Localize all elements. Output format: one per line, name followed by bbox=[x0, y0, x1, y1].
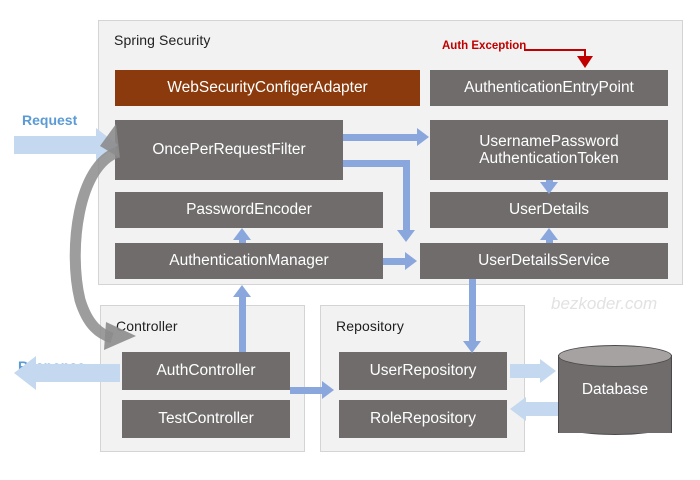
database-top-ellipse bbox=[558, 345, 672, 367]
watermark-bezkoder: bezkoder.com bbox=[551, 294, 658, 313]
box-test-controller: TestController bbox=[122, 400, 290, 438]
arrow-filter-to-token-head-icon bbox=[417, 128, 429, 146]
arrow-controller-to-repository-bar bbox=[290, 387, 322, 394]
database-body bbox=[558, 355, 672, 433]
auth-exception-line-vertical bbox=[584, 49, 586, 57]
auth-exception-label: Auth Exception bbox=[442, 40, 527, 52]
database-label: Database bbox=[581, 381, 649, 398]
token-label-line1: UsernamePassword bbox=[479, 132, 619, 150]
arrow-filter-to-uds-bar-vertical bbox=[403, 160, 410, 230]
arrow-filter-to-token-bar bbox=[343, 134, 417, 141]
arrow-repository-to-database-bar bbox=[510, 364, 540, 378]
arrow-authcontroller-to-manager-head-icon bbox=[233, 285, 251, 297]
box-password-encoder: PasswordEncoder bbox=[115, 192, 383, 228]
arrow-filter-to-uds-bar-horizontal bbox=[343, 160, 410, 167]
auth-exception-line-horizontal bbox=[524, 49, 586, 51]
box-auth-controller: AuthController bbox=[122, 352, 290, 390]
arrow-uds-to-userdetails-head-icon bbox=[540, 228, 558, 240]
box-username-password-authentication-token: UsernamePassword AuthenticationToken bbox=[430, 120, 668, 180]
arrow-authcontroller-to-manager-bar bbox=[239, 295, 246, 352]
arrow-manager-to-uds-bar bbox=[383, 258, 405, 265]
request-label: Request bbox=[22, 112, 78, 128]
token-label-line2: AuthenticationToken bbox=[479, 150, 619, 167]
box-user-details-service: UserDetailsService bbox=[420, 243, 668, 279]
arrow-manager-to-uds-head-icon bbox=[405, 252, 417, 270]
arrow-filter-to-uds-head-icon bbox=[397, 230, 415, 242]
arrow-uds-to-userrepository-head-icon bbox=[463, 341, 481, 353]
group-title-controller: Controller bbox=[116, 318, 178, 334]
box-once-per-request-filter: OncePerRequestFilter bbox=[115, 120, 343, 180]
box-web-security-configer-adapter: WebSecurityConfigerAdapter bbox=[115, 70, 420, 106]
arrow-uds-to-userdetails-bar bbox=[546, 238, 553, 243]
box-role-repository: RoleRepository bbox=[339, 400, 507, 438]
arrow-repository-to-database-head-icon bbox=[540, 359, 556, 383]
auth-exception-arrowhead-icon bbox=[577, 56, 593, 68]
arrow-manager-to-encoder-head-icon bbox=[233, 228, 251, 240]
request-arrow-head-icon bbox=[96, 128, 118, 162]
arrow-database-to-repository-head-icon bbox=[510, 397, 526, 421]
group-title-spring-security: Spring Security bbox=[114, 32, 211, 48]
response-arrow-head-icon bbox=[14, 356, 36, 390]
arrow-token-to-userdetails-head-icon bbox=[540, 182, 558, 194]
arrow-manager-to-encoder-bar bbox=[239, 238, 246, 243]
database-cylinder: Database bbox=[558, 345, 672, 445]
arrow-controller-to-repository-head-icon bbox=[322, 381, 334, 399]
box-authentication-manager: AuthenticationManager bbox=[115, 243, 383, 279]
box-user-repository: UserRepository bbox=[339, 352, 507, 390]
group-title-repository: Repository bbox=[336, 318, 404, 334]
response-arrow-bar bbox=[36, 364, 120, 382]
box-user-details: UserDetails bbox=[430, 192, 668, 228]
box-authentication-entry-point: AuthenticationEntryPoint bbox=[430, 70, 668, 106]
arrow-database-to-repository-bar bbox=[526, 402, 558, 416]
arrow-uds-to-userrepository-bar bbox=[469, 279, 476, 341]
request-arrow-bar bbox=[14, 136, 96, 154]
